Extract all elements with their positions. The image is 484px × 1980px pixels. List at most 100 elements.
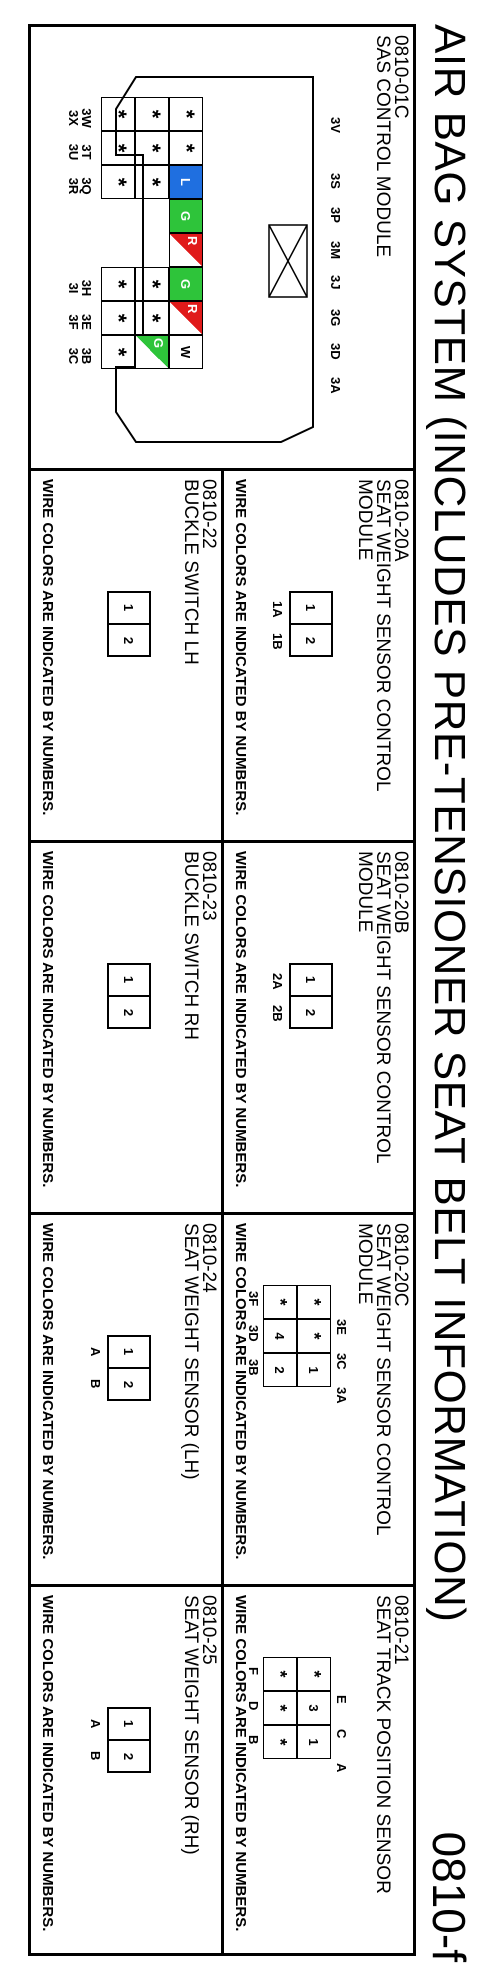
- pin-cell: 2: [263, 1353, 297, 1387]
- pin-cell: *: [263, 1691, 297, 1725]
- wire-cell-blue: L: [169, 165, 203, 199]
- wire-cell-red-white: R: [169, 301, 203, 335]
- wire-cell-red-white: R: [169, 233, 203, 267]
- star-cell: *: [135, 165, 169, 199]
- sas-pin-label: 3E 3F: [66, 314, 94, 330]
- connector-name: BUCKLE SWITCH RH: [180, 851, 201, 1040]
- sas-pin-label: 3V: [328, 117, 343, 133]
- connector-name: SEAT WEIGHT SENSOR (RH): [180, 1595, 201, 1855]
- wire-cell-green-white: G: [135, 335, 169, 369]
- pin-label: 3E: [334, 1319, 349, 1335]
- connector-code: 0810-24: [198, 1223, 219, 1293]
- page-number: 0810-f: [423, 1831, 475, 1962]
- pin-label: 2B: [270, 1005, 285, 1022]
- connector-code: 0810-23: [198, 851, 219, 921]
- wire-color-note: WIRE COLORS ARE INDICATED BY NUMBERS.: [39, 1223, 56, 1560]
- sas-name: SAS CONTROL MODULE: [372, 35, 393, 258]
- pin-label: C: [334, 1729, 349, 1739]
- connector-code: 0810-20C: [390, 1223, 411, 1307]
- wire-color-note: WIRE COLORS ARE INDICATED BY NUMBERS.: [39, 851, 56, 1188]
- sas-pin-label: 3M: [328, 241, 343, 260]
- star-cell: *: [135, 267, 169, 301]
- connector-code: 0810-22: [198, 479, 219, 549]
- pin-cell: 2: [107, 1368, 151, 1401]
- star-cell: *: [169, 97, 203, 131]
- pin-cell: 1: [297, 1725, 331, 1759]
- pin-label: A: [334, 1763, 349, 1773]
- star-cell: *: [135, 131, 169, 165]
- pin-cell: *: [297, 1319, 331, 1353]
- pin-cell: 2: [107, 1740, 151, 1773]
- pin-cell: 1: [289, 963, 333, 996]
- pin-cell: *: [263, 1285, 297, 1319]
- sas-code: 0810-01C: [390, 35, 411, 119]
- pin-cell: 1: [297, 1353, 331, 1387]
- connector-code: 0810-20A: [390, 479, 411, 562]
- pin-cell: *: [263, 1657, 297, 1691]
- wire-cell-green: G: [169, 199, 203, 233]
- pin-label: 1A: [270, 601, 285, 618]
- star-cell: *: [101, 131, 135, 165]
- panel-0810-23: 0810-23 BUCKLE SWITCH RH 1 2 WIRE COLORS…: [31, 843, 221, 1212]
- pin-label: 3A: [334, 1387, 349, 1404]
- sas-pin-label: 3J: [328, 275, 343, 290]
- connector-code: 0810-21: [390, 1595, 411, 1665]
- sas-pin-label: 3G: [328, 309, 343, 327]
- sas-pin-label: 3D: [328, 343, 343, 360]
- star-cell: *: [135, 301, 169, 335]
- sas-pin-label: 3P: [328, 207, 343, 223]
- pin-label: A: [88, 1347, 103, 1357]
- wire-cell-white: W: [169, 335, 203, 369]
- wire-color-note: WIRE COLORS ARE INDICATED BY NUMBERS.: [232, 1595, 249, 1932]
- wire-color-note: WIRE COLORS ARE INDICATED BY NUMBERS.: [39, 479, 56, 816]
- column-2: 0810-20B SEAT WEIGHT SENSOR CONTROL MODU…: [31, 843, 413, 1215]
- star-cell: *: [101, 335, 135, 369]
- pin-cell: 1: [107, 1335, 151, 1368]
- pin-cell: 2: [107, 996, 151, 1029]
- pin-cell: *: [297, 1657, 331, 1691]
- star-cell: *: [101, 97, 135, 131]
- sas-pin-label: 3Q 3R: [66, 177, 94, 195]
- wire-cell-green: G: [169, 267, 203, 301]
- pin-cell: 2: [107, 624, 151, 657]
- sas-panel: 0810-01C SAS CONTROL MODULE 3V 3S 3P 3M …: [31, 27, 413, 471]
- column-1: 0810-20A SEAT WEIGHT SENSOR CONTROL MODU…: [31, 471, 413, 843]
- pin-cell: 4: [263, 1319, 297, 1353]
- connector-name: SEAT WEIGHT SENSOR CONTROL MODULE: [354, 851, 393, 1164]
- wire-color-note: WIRE COLORS ARE INDICATED BY NUMBERS.: [232, 1223, 249, 1560]
- connector-code: 0810-25: [198, 1595, 219, 1665]
- connector-code: 0810-20B: [390, 851, 411, 934]
- pin-cell: *: [297, 1285, 331, 1319]
- pin-cell: 1: [107, 963, 151, 996]
- pin-label: 1B: [270, 633, 285, 650]
- connector-name: SEAT WEIGHT SENSOR (LH): [180, 1223, 201, 1480]
- pin-label: 3C: [334, 1353, 349, 1370]
- pin-cell: 3: [297, 1691, 331, 1725]
- sas-pin-label: 3W 3X: [66, 108, 94, 128]
- pin-cell: *: [263, 1725, 297, 1759]
- pin-label: E: [334, 1695, 349, 1704]
- star-cell: *: [101, 301, 135, 335]
- panel-0810-25: 0810-25 SEAT WEIGHT SENSOR (RH) 1 2 A B …: [31, 1587, 221, 1953]
- panel-0810-24: 0810-24 SEAT WEIGHT SENSOR (LH) 1 2 A B …: [31, 1215, 221, 1584]
- page-title: AIR BAG SYSTEM (INCLUDES PRE-TENSIONER S…: [425, 24, 474, 1623]
- wire-color-note: WIRE COLORS ARE INDICATED BY NUMBERS.: [232, 851, 249, 1188]
- connector-name: SEAT WEIGHT SENSOR CONTROL MODULE: [354, 479, 393, 792]
- pin-label: B: [88, 1751, 103, 1761]
- star-cell: *: [101, 165, 135, 199]
- pin-cell: 2: [289, 624, 333, 657]
- pin-label: B: [88, 1379, 103, 1389]
- panel-0810-20A: 0810-20A SEAT WEIGHT SENSOR CONTROL MODU…: [221, 471, 413, 840]
- sas-pin-label: 3S: [328, 173, 343, 189]
- pin-cell: 2: [289, 996, 333, 1029]
- star-cell: *: [135, 97, 169, 131]
- connector-name: BUCKLE SWITCH LH: [180, 479, 201, 665]
- panel-0810-21: 0810-21 SEAT TRACK POSITION SENSOR E C A…: [221, 1587, 413, 1953]
- star-cell: *: [101, 267, 135, 301]
- column-4: 0810-21 SEAT TRACK POSITION SENSOR E C A…: [31, 1587, 413, 1953]
- column-3: 0810-20C SEAT WEIGHT SENSOR CONTROL MODU…: [31, 1215, 413, 1587]
- panel-0810-20B: 0810-20B SEAT WEIGHT SENSOR CONTROL MODU…: [221, 843, 413, 1212]
- panel-0810-22: 0810-22 BUCKLE SWITCH LH 1 2 WIRE COLORS…: [31, 471, 221, 840]
- pin-label: A: [88, 1719, 103, 1729]
